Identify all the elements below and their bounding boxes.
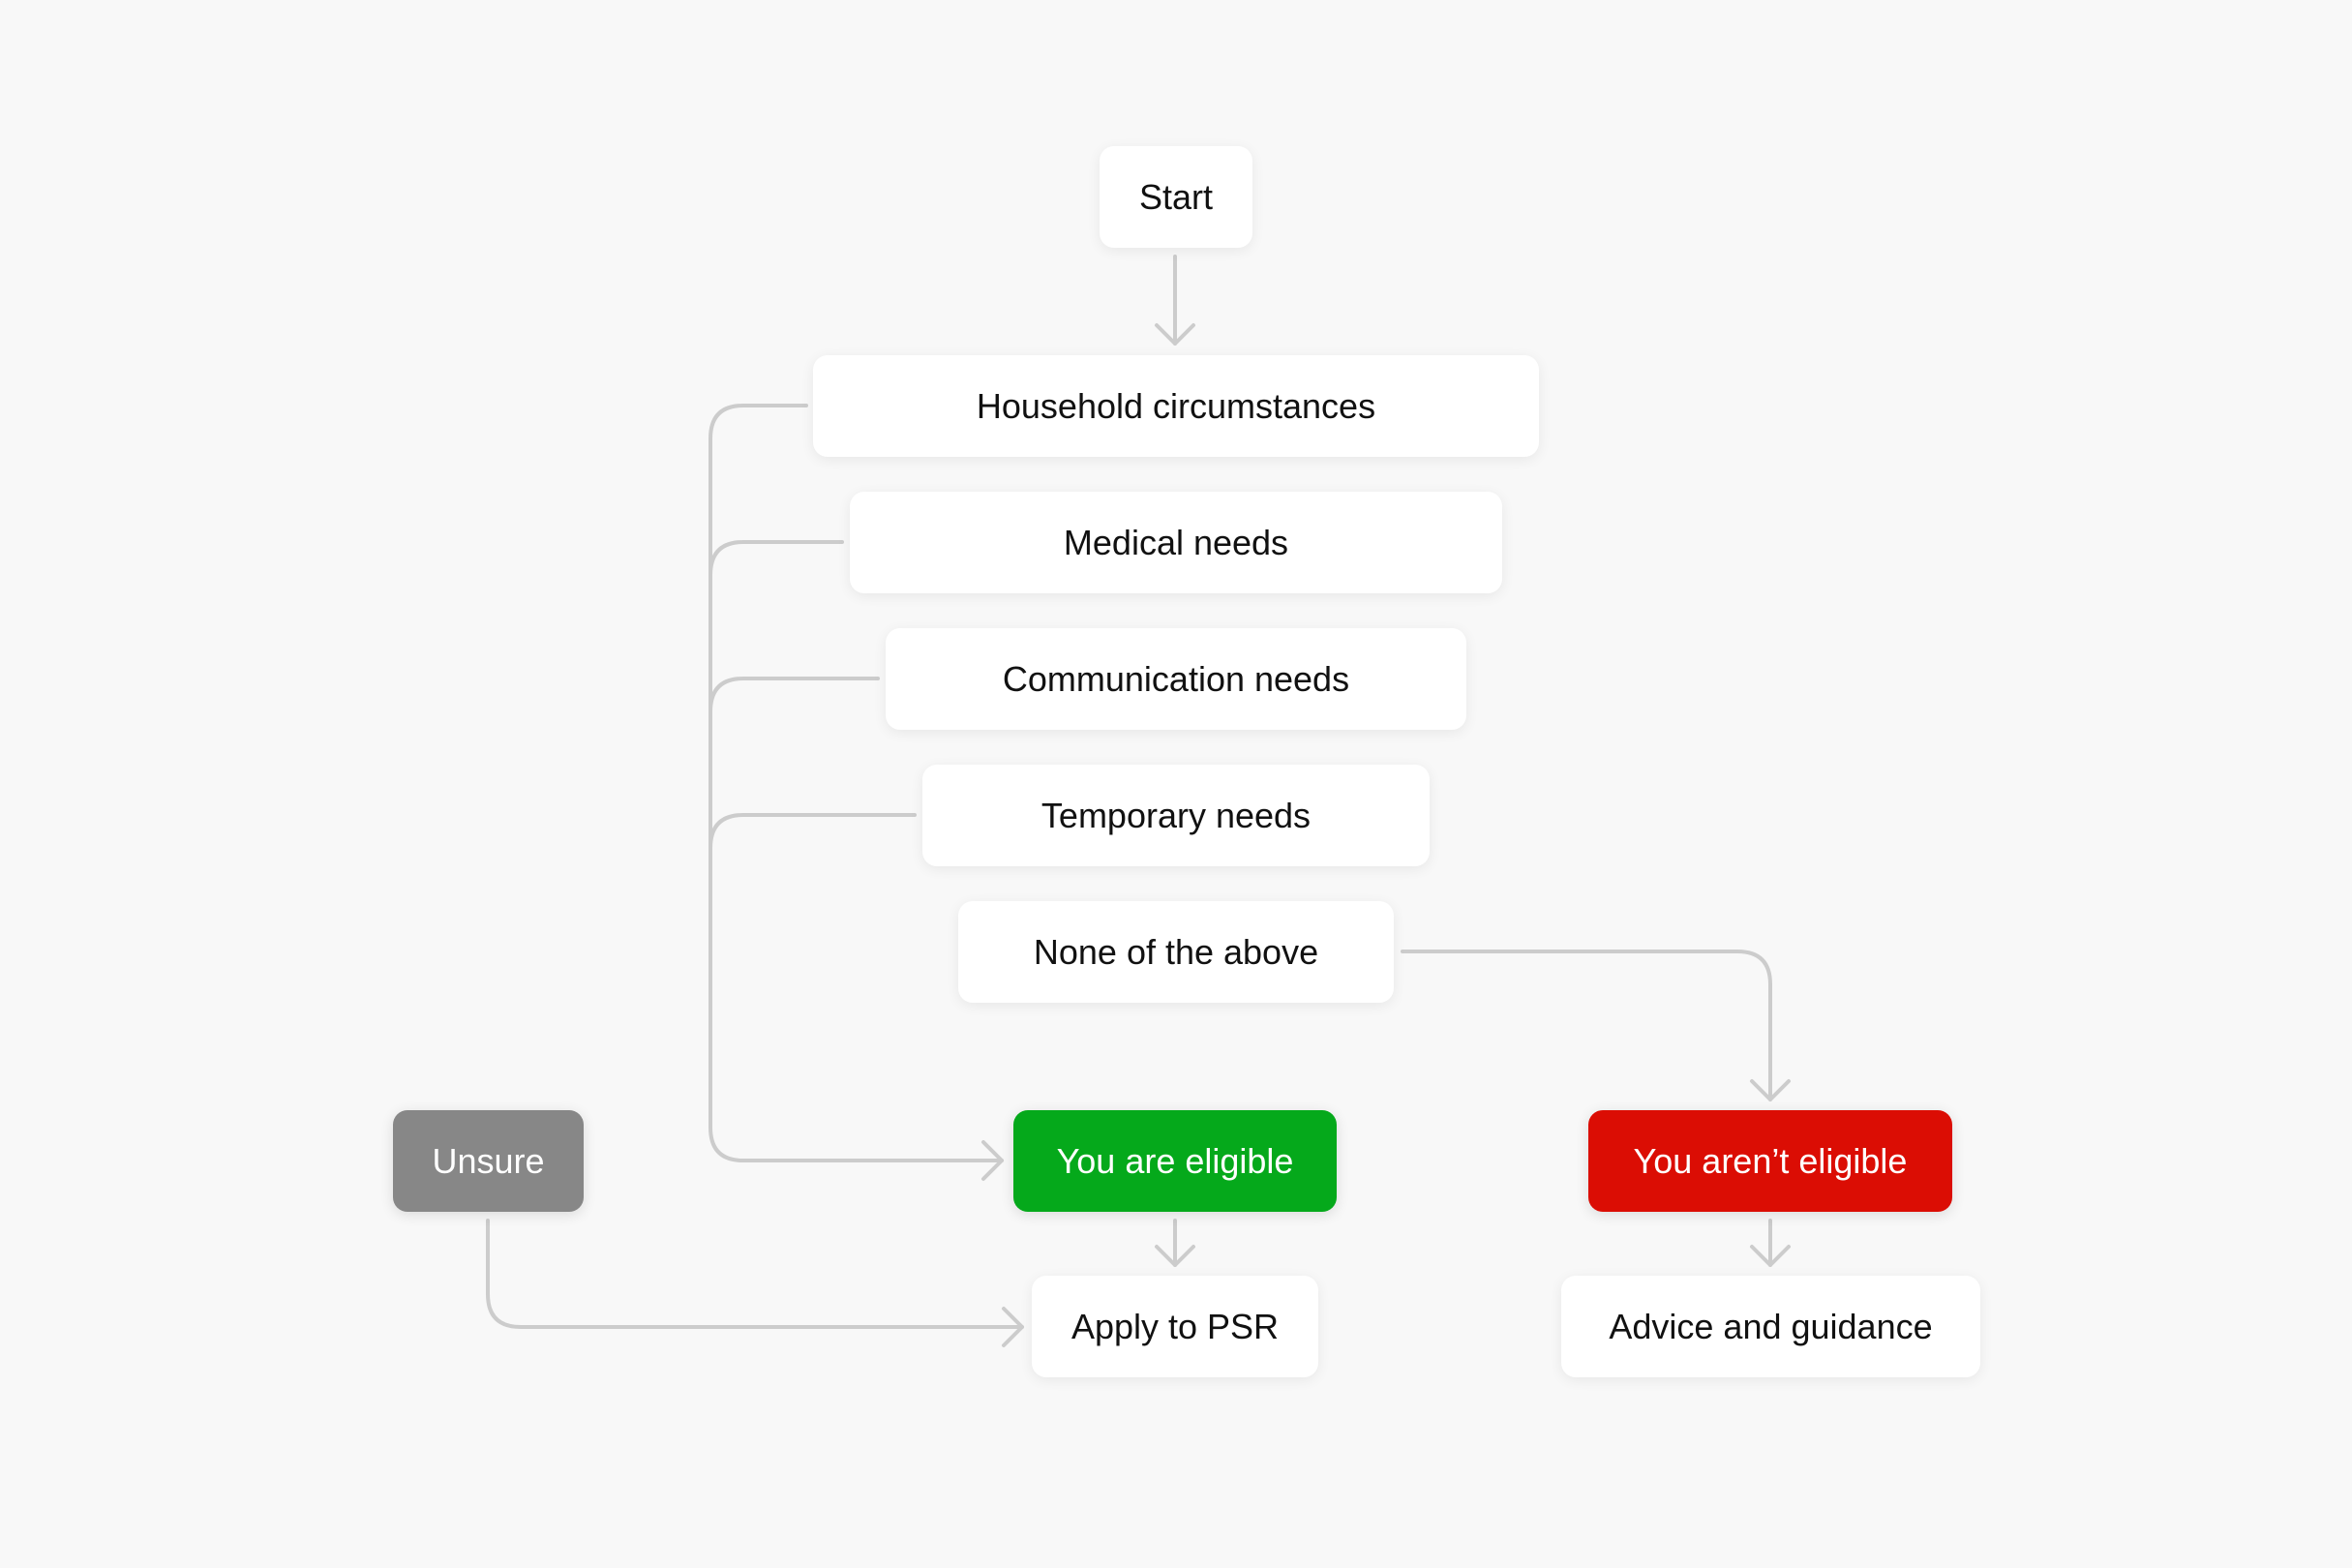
arrowhead-into-advice [1750, 1245, 1791, 1267]
edge-household-to-eligible [709, 404, 1004, 1162]
temporary-needs-node: Temporary needs [922, 765, 1430, 866]
edge-unsure-to-apply [486, 1219, 1024, 1329]
arrowhead-start-to-household [1155, 323, 1195, 346]
you-are-eligible-node: You are eligible [1013, 1110, 1337, 1212]
arrowhead-into-apply [1155, 1245, 1195, 1267]
apply-to-psr-node: Apply to PSR [1032, 1276, 1318, 1377]
edge-medical-to-trunk [709, 540, 844, 577]
you-arent-eligible-node: You aren’t eligible [1588, 1110, 1952, 1212]
none-of-the-above-node: None of the above [958, 901, 1394, 1003]
communication-needs-node: Communication needs [886, 628, 1466, 730]
arrowhead-unsure-into-apply [1002, 1307, 1024, 1347]
edge-communication-to-trunk [709, 677, 880, 713]
unsure-node: Unsure [393, 1110, 584, 1212]
arrowhead-into-not-eligible [1750, 1079, 1791, 1101]
household-circumstances-node: Household circumstances [813, 355, 1539, 457]
edge-temporary-to-trunk [709, 813, 917, 850]
medical-needs-node: Medical needs [850, 492, 1502, 593]
start-node: Start [1100, 146, 1252, 248]
edge-none-to-not-eligible [1401, 950, 1772, 1101]
advice-and-guidance-node: Advice and guidance [1561, 1276, 1980, 1377]
arrowhead-into-eligible [981, 1140, 1004, 1181]
